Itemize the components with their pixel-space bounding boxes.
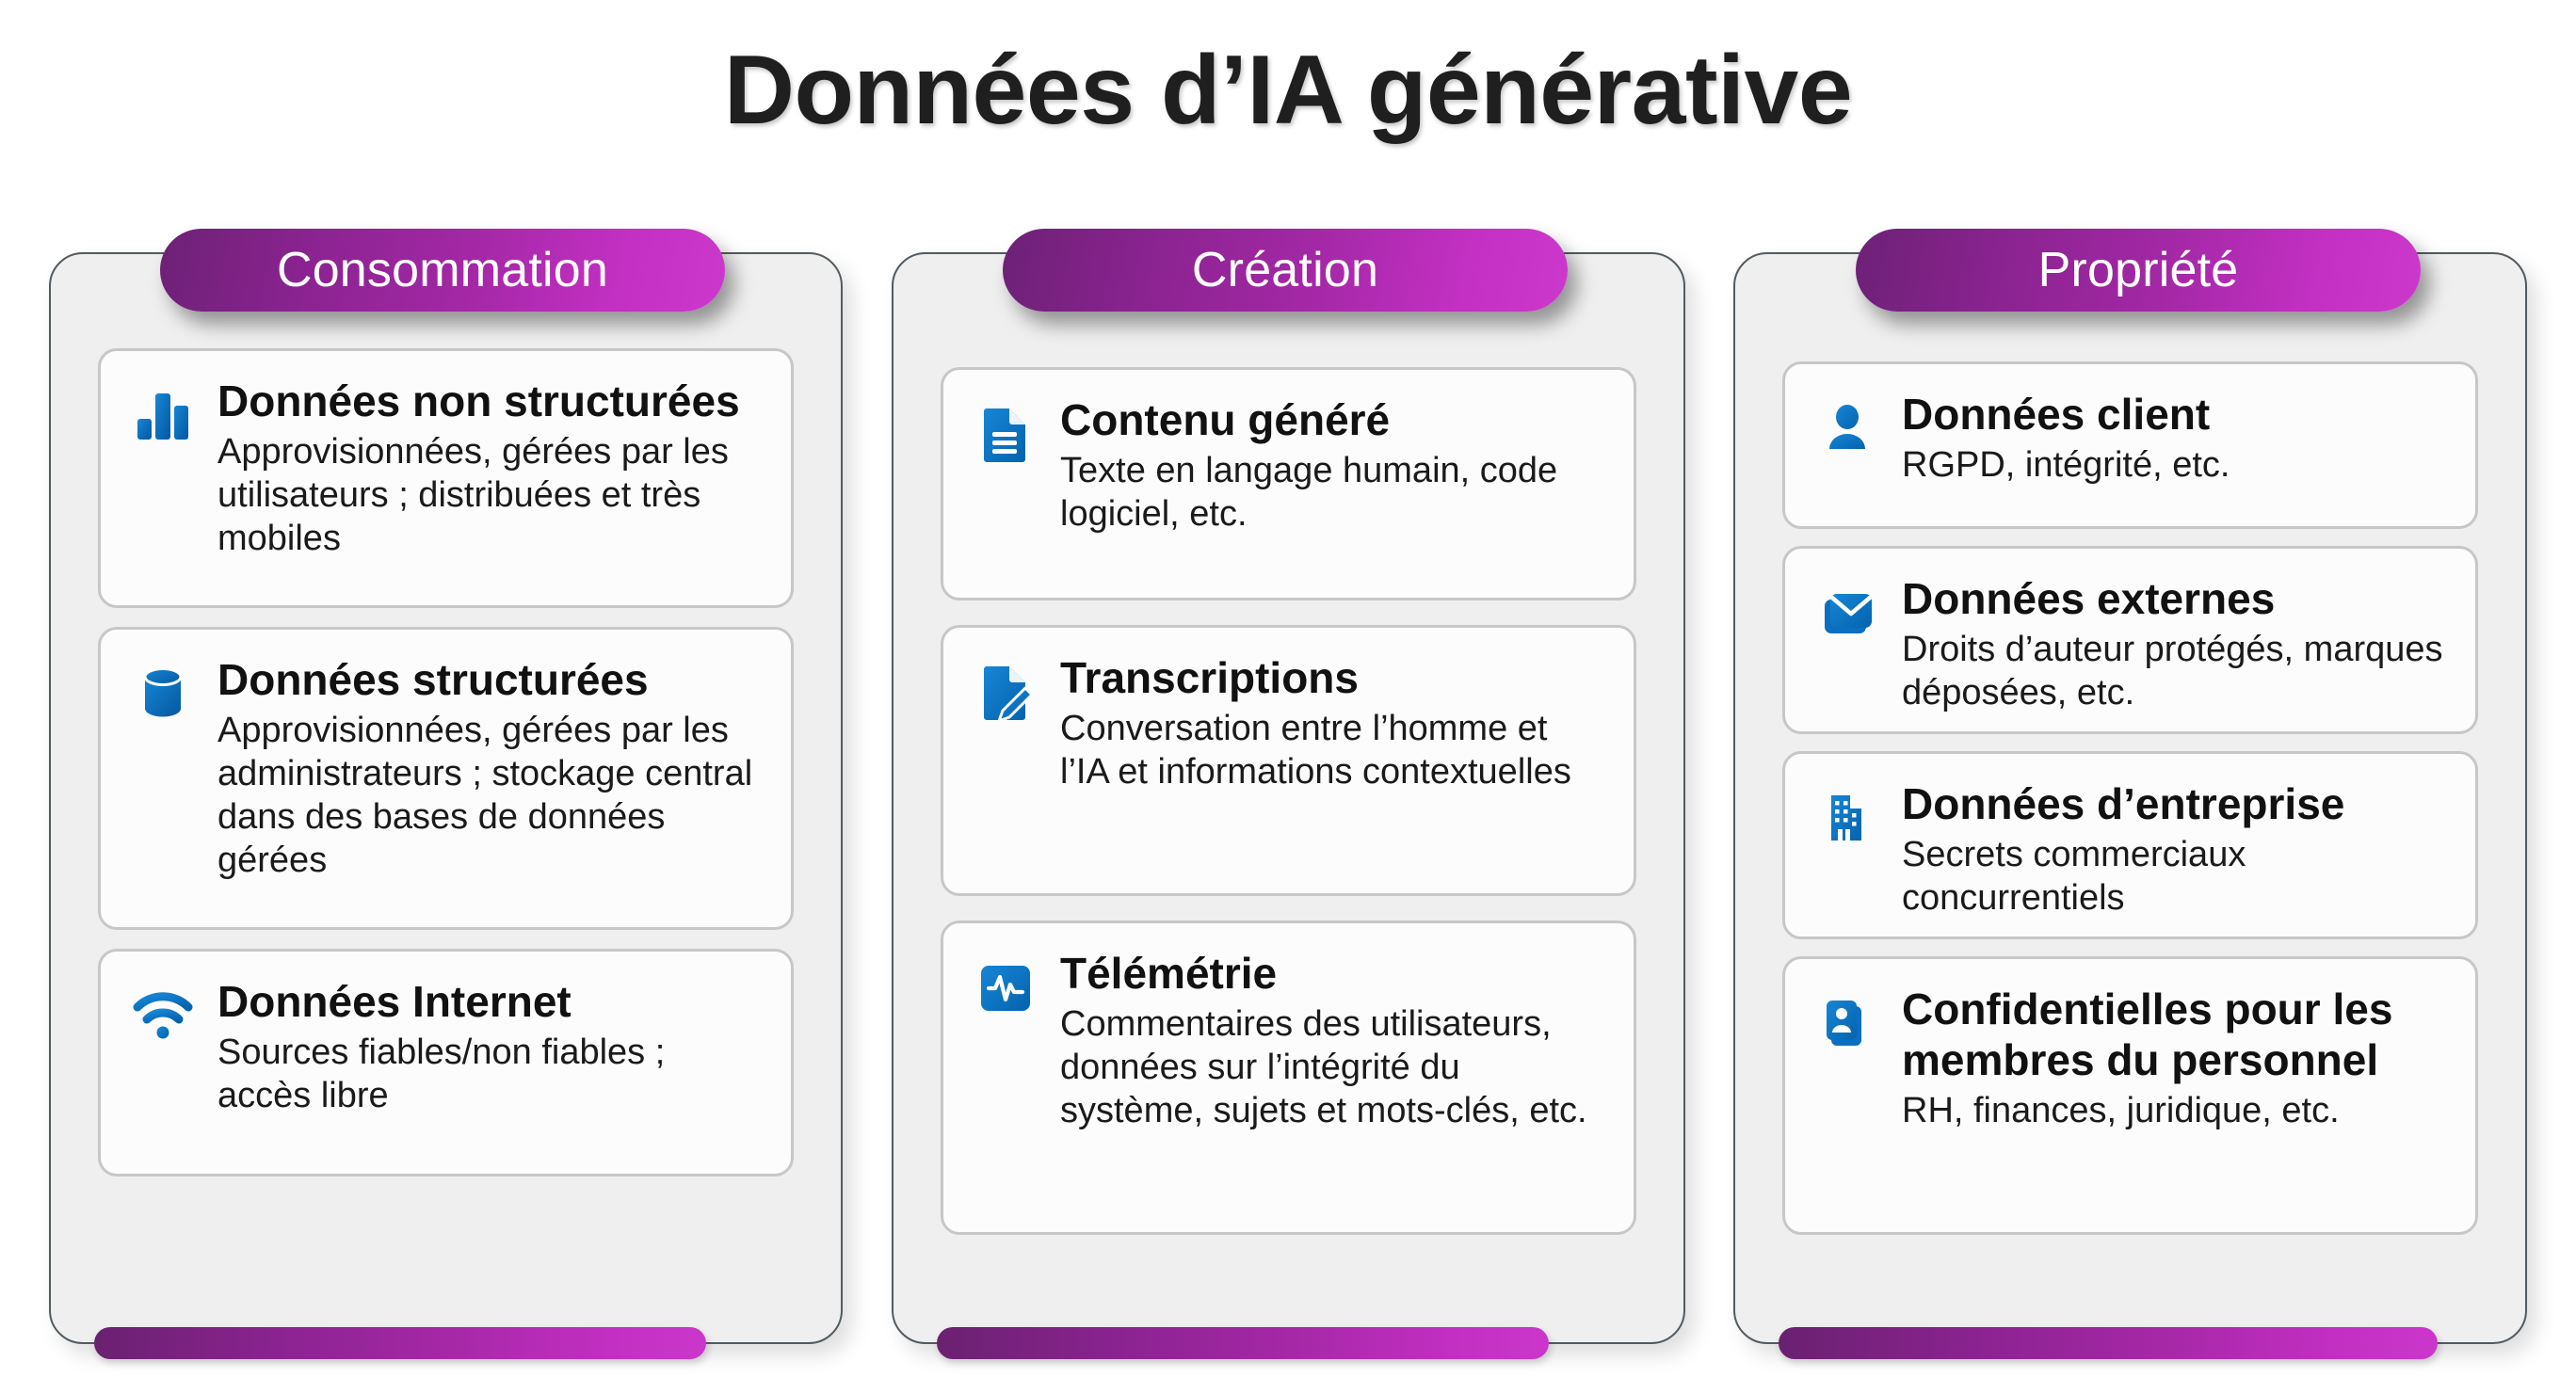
database-icon [129,660,197,728]
card-body: Transcriptions Conversation entre l’homm… [1060,652,1602,793]
card-description: RH, finances, juridique, etc. [1902,1091,2340,1130]
card-title: Confidentielles pour les membres du pers… [1902,985,2393,1084]
cards-creation: Contenu généré Texte en langage humain, … [941,348,1636,1344]
card-body: Données d’entreprise Secrets commerciaux… [1902,778,2443,920]
card-body: Données non structurées Approvisionnées,… [217,376,759,560]
card-donnees-entreprise[interactable]: Données d’entreprise Secrets commerciaux… [1782,751,2478,939]
column-creation: Création [892,229,1685,1359]
card-title: Contenu généré [1060,395,1391,444]
card-title: Données d’entreprise [1902,779,2345,828]
cards-propriete: Données client RGPD, intégrité, etc. [1782,348,2478,1344]
column-accent-bar [937,1327,1549,1359]
card-title: Télémétrie [1060,949,1278,998]
card-donnees-non-structurees[interactable]: Données non structurées Approvisionnées,… [98,348,794,608]
column-header-label: Création [1191,243,1379,297]
column-header-pill-creation[interactable]: Création [1003,229,1568,312]
card-title: Données externes [1902,574,2276,623]
page-title: Données d’IA générative [723,36,1853,145]
card-description: Approvisionnées, gérées par les administ… [217,711,753,880]
column-header-label: Consommation [276,243,609,297]
card-body: Confidentielles pour les membres du pers… [1902,984,2443,1132]
card-title: Transcriptions [1060,653,1359,702]
building-icon [1813,784,1881,852]
card-confidentielles-personnel[interactable]: Confidentielles pour les membres du pers… [1782,956,2478,1235]
card-description: Sources fiables/non fiables ; accès libr… [217,1033,666,1115]
document-icon [972,400,1039,468]
pulse-icon [972,953,1039,1021]
cards-consommation: Données non structurées Approvisionnées,… [98,348,794,1344]
card-title: Données Internet [217,977,572,1026]
columns-container: Consommation [49,229,2527,1359]
card-description: RGPD, intégrité, etc. [1902,445,2230,485]
mail-icon [1813,579,1881,647]
card-description: Commentaires des utilisateurs, données s… [1060,1004,1587,1130]
card-contenu-genere[interactable]: Contenu généré Texte en langage humain, … [941,367,1636,600]
card-transcriptions[interactable]: Transcriptions Conversation entre l’homm… [941,625,1636,896]
card-description: Texte en langage humain, code logiciel, … [1060,451,1558,534]
column-propriete: Propriété Données client [1733,229,2527,1359]
document-edit-icon [972,658,1039,726]
card-body: Données Internet Sources fiables/non fia… [217,976,759,1117]
card-description: Conversation entre l’homme et l’IA et in… [1060,709,1571,792]
column-header-label: Propriété [2037,243,2239,297]
card-description: Droits d’auteur protégés, marques déposé… [1902,630,2443,713]
card-donnees-structurees[interactable]: Données structurées Approvisionnées, gér… [98,627,794,930]
card-title: Données client [1902,390,2211,439]
card-description: Approvisionnées, gérées par les utilisat… [217,432,729,558]
card-body: Télémétrie Commentaires des utilisateurs… [1060,948,1602,1132]
person-icon [1813,394,1881,462]
card-body: Données client RGPD, intégrité, etc. [1902,389,2443,487]
card-description: Secrets commerciaux concurrentiels [1902,835,2246,918]
card-donnees-internet[interactable]: Données Internet Sources fiables/non fia… [98,949,794,1177]
card-telemetrie[interactable]: Télémétrie Commentaires des utilisateurs… [941,921,1636,1235]
column-header-pill-consommation[interactable]: Consommation [160,229,725,312]
card-donnees-client[interactable]: Données client RGPD, intégrité, etc. [1782,361,2478,529]
wifi-icon [129,982,197,1049]
column-accent-bar [1779,1327,2438,1359]
column-accent-bar [94,1327,706,1359]
card-donnees-externes[interactable]: Données externes Droits d’auteur protégé… [1782,546,2478,734]
card-title: Données structurées [217,655,649,704]
column-header-pill-propriete[interactable]: Propriété [1856,229,2421,312]
contact-card-icon [1813,989,1881,1057]
card-body: Données externes Droits d’auteur protégé… [1902,573,2443,714]
card-title: Données non structurées [217,376,740,425]
bar-chart-icon [129,381,197,449]
card-body: Données structurées Approvisionnées, gér… [217,654,759,882]
column-consommation: Consommation [49,229,843,1359]
card-body: Contenu généré Texte en langage humain, … [1060,394,1602,536]
